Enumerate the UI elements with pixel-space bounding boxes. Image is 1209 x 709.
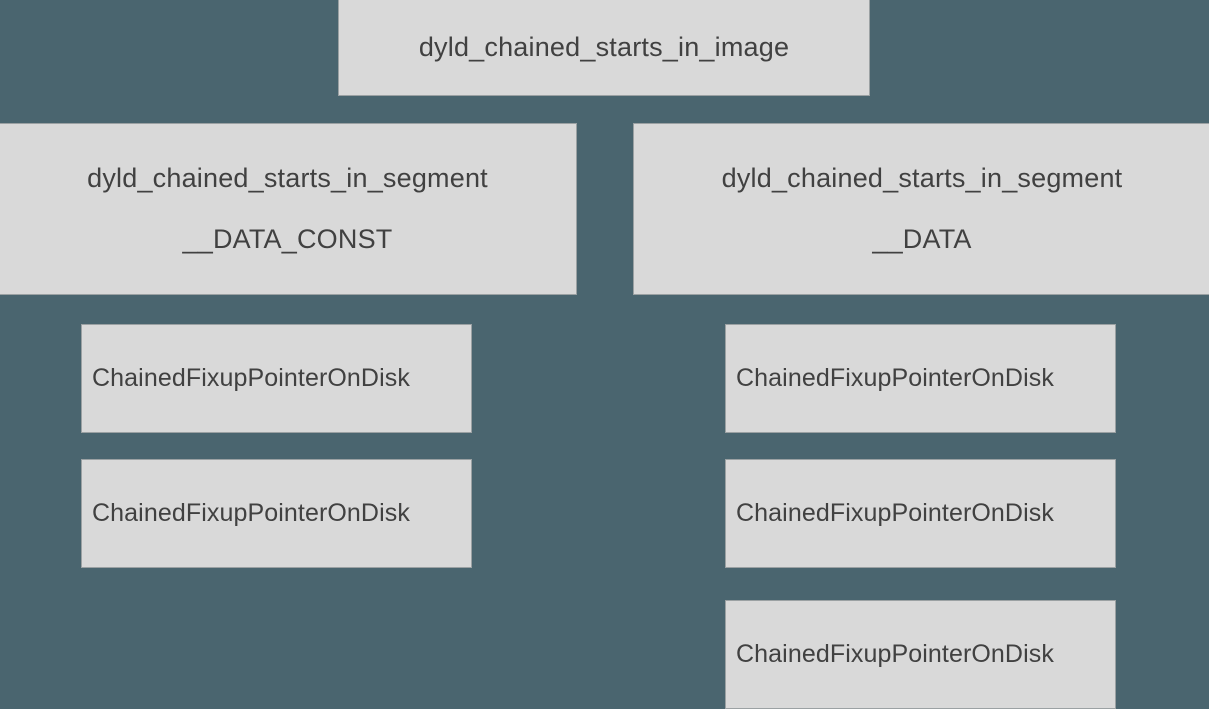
node-label-segment-type-data: dyld_chained_starts_in_segment xyxy=(721,163,1123,193)
node-pointer-data-1[interactable]: ChainedFixupPointerOnDisk xyxy=(725,324,1116,433)
node-segment-data-const[interactable]: dyld_chained_starts_in_segment __DATA_CO… xyxy=(0,123,577,295)
node-pointer-data-const-1[interactable]: ChainedFixupPointerOnDisk xyxy=(81,324,472,433)
node-label-pointer-data-1: ChainedFixupPointerOnDisk xyxy=(736,364,1054,392)
node-label-pointer-data-const-1: ChainedFixupPointerOnDisk xyxy=(92,364,410,392)
node-label-segment-name-data: __DATA xyxy=(872,224,972,254)
node-label-segment-name-data-const: __DATA_CONST xyxy=(182,224,393,254)
node-pointer-data-2[interactable]: ChainedFixupPointerOnDisk xyxy=(725,459,1116,568)
node-segment-data[interactable]: dyld_chained_starts_in_segment __DATA xyxy=(633,123,1209,295)
node-label-pointer-data-const-2: ChainedFixupPointerOnDisk xyxy=(92,499,410,527)
node-pointer-data-const-2[interactable]: ChainedFixupPointerOnDisk xyxy=(81,459,472,568)
node-dyld-chained-starts-in-image[interactable]: dyld_chained_starts_in_image xyxy=(338,0,870,96)
node-label-pointer-data-3: ChainedFixupPointerOnDisk xyxy=(736,640,1054,668)
node-label-segment-type-data-const: dyld_chained_starts_in_segment xyxy=(87,163,488,193)
node-label-image: dyld_chained_starts_in_image xyxy=(418,32,790,62)
node-label-pointer-data-2: ChainedFixupPointerOnDisk xyxy=(736,499,1054,527)
node-pointer-data-3[interactable]: ChainedFixupPointerOnDisk xyxy=(725,600,1116,709)
